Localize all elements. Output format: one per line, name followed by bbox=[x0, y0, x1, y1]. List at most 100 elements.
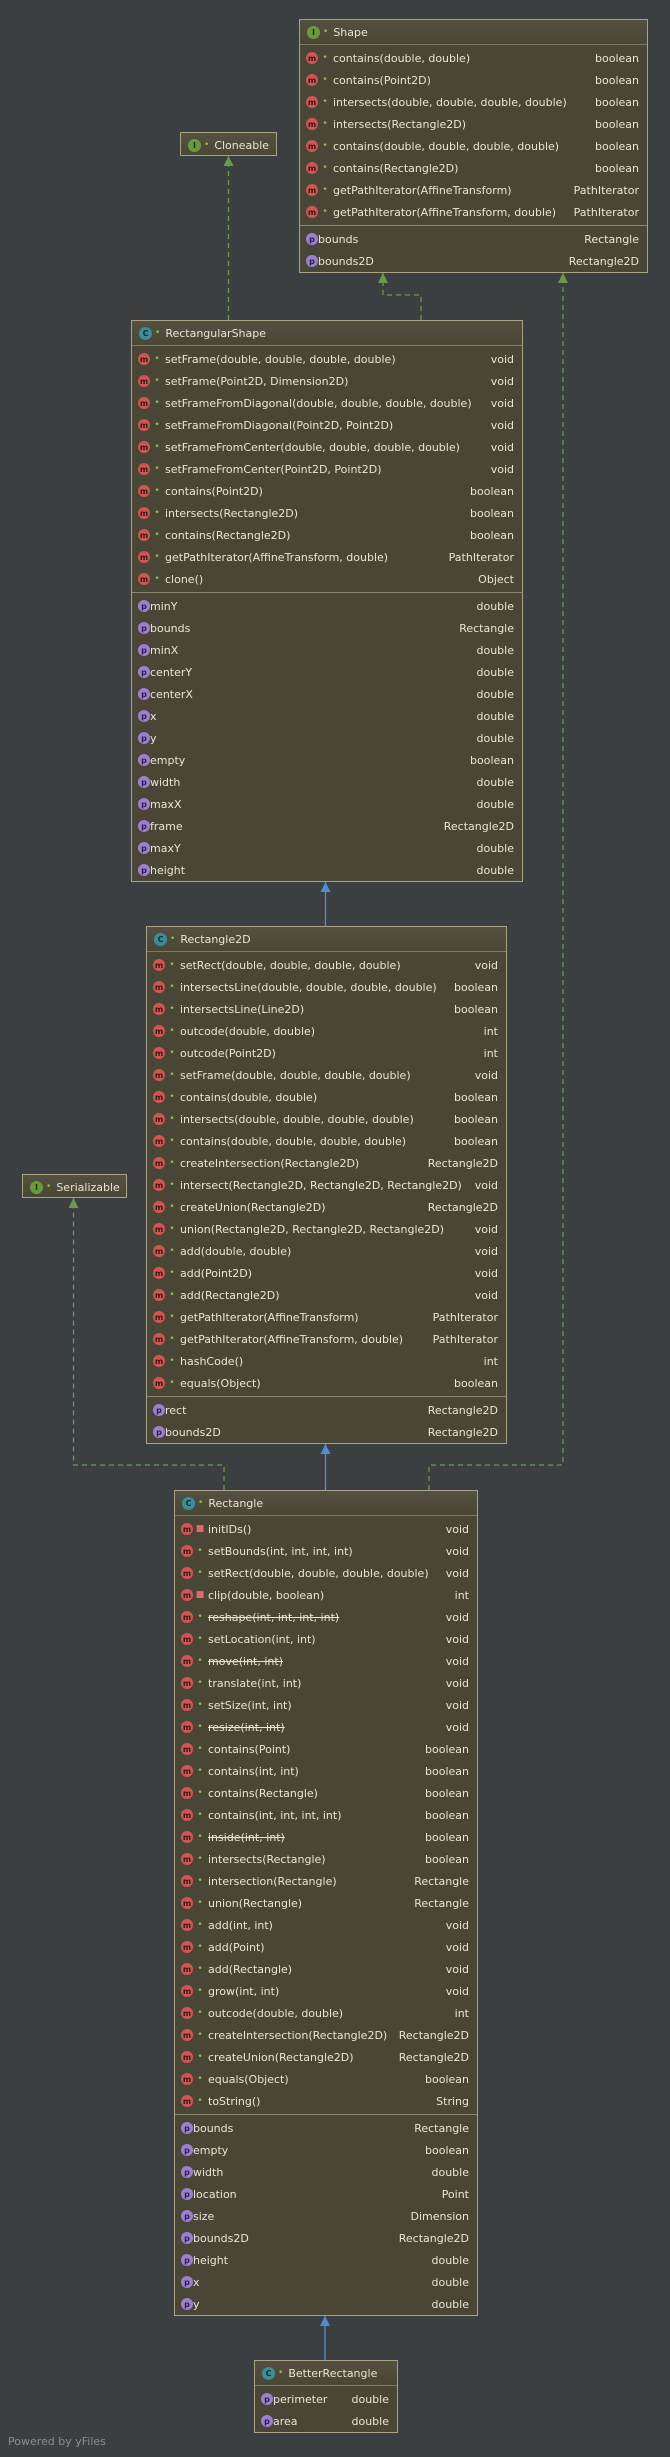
method-row[interactable]: m•intersects(double, double, double, dou… bbox=[147, 1108, 506, 1130]
method-row[interactable]: m•setFrame(Point2D, Dimension2D)void bbox=[132, 370, 522, 392]
method-row[interactable]: m•intersectsLine(double, double, double,… bbox=[147, 976, 506, 998]
method-row[interactable]: m•contains(Point2D)boolean bbox=[300, 69, 647, 91]
method-row[interactable]: m•intersects(double, double, double, dou… bbox=[300, 91, 647, 113]
method-row[interactable]: m•getPathIterator(AffineTransform)PathIt… bbox=[147, 1306, 506, 1328]
method-row[interactable]: m•setBounds(int, int, int, int)void bbox=[175, 1540, 477, 1562]
method-row[interactable]: m•createIntersection(Rectangle2D)Rectang… bbox=[147, 1152, 506, 1174]
method-row[interactable]: m•createIntersection(Rectangle2D)Rectang… bbox=[175, 2024, 477, 2046]
method-row[interactable]: m•toString()String bbox=[175, 2090, 477, 2112]
class-header[interactable]: I•Cloneable bbox=[181, 133, 276, 155]
method-row[interactable]: m•add(double, double)void bbox=[147, 1240, 506, 1262]
method-row[interactable]: m•createUnion(Rectangle2D)Rectangle2D bbox=[147, 1196, 506, 1218]
method-row[interactable]: m•setFrameFromDiagonal(Point2D, Point2D)… bbox=[132, 414, 522, 436]
class-node-serializable[interactable]: I•Serializable bbox=[22, 1174, 127, 1198]
method-row[interactable]: m•contains(double, double, double, doubl… bbox=[147, 1130, 506, 1152]
method-row[interactable]: m•grow(int, int)void bbox=[175, 1980, 477, 2002]
method-row[interactable]: m•intersectsLine(Line2D)boolean bbox=[147, 998, 506, 1020]
method-row[interactable]: m•setFrame(double, double, double, doubl… bbox=[147, 1064, 506, 1086]
method-row[interactable]: m•hashCode()int bbox=[147, 1350, 506, 1372]
method-row[interactable]: m•add(Rectangle)void bbox=[175, 1958, 477, 1980]
method-row[interactable]: m•createUnion(Rectangle2D)Rectangle2D bbox=[175, 2046, 477, 2068]
class-header[interactable]: I•Shape bbox=[300, 20, 647, 45]
method-row[interactable]: m•contains(Rectangle2D)boolean bbox=[300, 157, 647, 179]
method-row[interactable]: m•setRect(double, double, double, double… bbox=[175, 1562, 477, 1584]
method-row[interactable]: m•setLocation(int, int)void bbox=[175, 1628, 477, 1650]
method-row[interactable]: m•setFrameFromCenter(double, double, dou… bbox=[132, 436, 522, 458]
method-row[interactable]: m•add(Point)void bbox=[175, 1936, 477, 1958]
method-row[interactable]: m•resize(int, int)void bbox=[175, 1716, 477, 1738]
method-row[interactable]: m•contains(double, double, double, doubl… bbox=[300, 135, 647, 157]
class-header[interactable]: C•RectangularShape bbox=[132, 321, 522, 346]
method-row[interactable]: m•equals(Object)boolean bbox=[175, 2068, 477, 2090]
method-row[interactable]: m■initIDs()void bbox=[175, 1518, 477, 1540]
method-row[interactable]: m•setFrame(double, double, double, doubl… bbox=[132, 348, 522, 370]
method-row[interactable]: m•intersect(Rectangle2D, Rectangle2D, Re… bbox=[147, 1174, 506, 1196]
method-row[interactable]: m•union(Rectangle)Rectangle bbox=[175, 1892, 477, 1914]
method-row[interactable]: m•intersects(Rectangle)boolean bbox=[175, 1848, 477, 1870]
method-row[interactable]: m•contains(Rectangle)boolean bbox=[175, 1782, 477, 1804]
method-row[interactable]: m•contains(int, int, int, int)boolean bbox=[175, 1804, 477, 1826]
method-row[interactable]: m•union(Rectangle2D, Rectangle2D, Rectan… bbox=[147, 1218, 506, 1240]
method-row[interactable]: m•getPathIterator(AffineTransform, doubl… bbox=[300, 201, 647, 223]
method-row[interactable]: m•outcode(double, double)int bbox=[147, 1020, 506, 1042]
method-row[interactable]: m•getPathIterator(AffineTransform, doubl… bbox=[147, 1328, 506, 1350]
method-row[interactable]: m•intersection(Rectangle)Rectangle bbox=[175, 1870, 477, 1892]
class-header[interactable]: C•Rectangle bbox=[175, 1491, 477, 1516]
method-row[interactable]: m■clip(double, boolean)int bbox=[175, 1584, 477, 1606]
method-row[interactable]: m•setSize(int, int)void bbox=[175, 1694, 477, 1716]
method-row[interactable]: m•contains(double, double)boolean bbox=[147, 1086, 506, 1108]
method-row[interactable]: m•setFrameFromDiagonal(double, double, d… bbox=[132, 392, 522, 414]
method-row[interactable]: m•equals(Object)boolean bbox=[147, 1372, 506, 1394]
class-header[interactable]: C•Rectangle2D bbox=[147, 927, 506, 952]
method-row[interactable]: m•getPathIterator(AffineTransform)PathIt… bbox=[300, 179, 647, 201]
method-row[interactable]: m•add(int, int)void bbox=[175, 1914, 477, 1936]
class-header[interactable]: I•Serializable bbox=[23, 1175, 126, 1197]
method-row[interactable]: m•outcode(Point2D)int bbox=[147, 1042, 506, 1064]
method-row[interactable]: m•clone()Object bbox=[132, 568, 522, 590]
method-row[interactable]: m•intersects(Rectangle2D)boolean bbox=[300, 113, 647, 135]
method-row[interactable]: m•reshape(int, int, int, int)void bbox=[175, 1606, 477, 1628]
method-row[interactable]: m•contains(Point2D)boolean bbox=[132, 480, 522, 502]
method-row[interactable]: m•getPathIterator(AffineTransform, doubl… bbox=[132, 546, 522, 568]
method-row[interactable]: m•contains(Point)boolean bbox=[175, 1738, 477, 1760]
method-row[interactable]: m•add(Rectangle2D)void bbox=[147, 1284, 506, 1306]
method-row[interactable]: m•contains(double, double)boolean bbox=[300, 47, 647, 69]
method-row[interactable]: m•setFrameFromCenter(Point2D, Point2D)vo… bbox=[132, 458, 522, 480]
method-row[interactable]: m•intersects(Rectangle2D)boolean bbox=[132, 502, 522, 524]
method-row[interactable]: m•outcode(double, double)int bbox=[175, 2002, 477, 2024]
method-row[interactable]: m•contains(int, int)boolean bbox=[175, 1760, 477, 1782]
method-row[interactable]: m•contains(Rectangle2D)boolean bbox=[132, 524, 522, 546]
method-row[interactable]: m•add(Point2D)void bbox=[147, 1262, 506, 1284]
